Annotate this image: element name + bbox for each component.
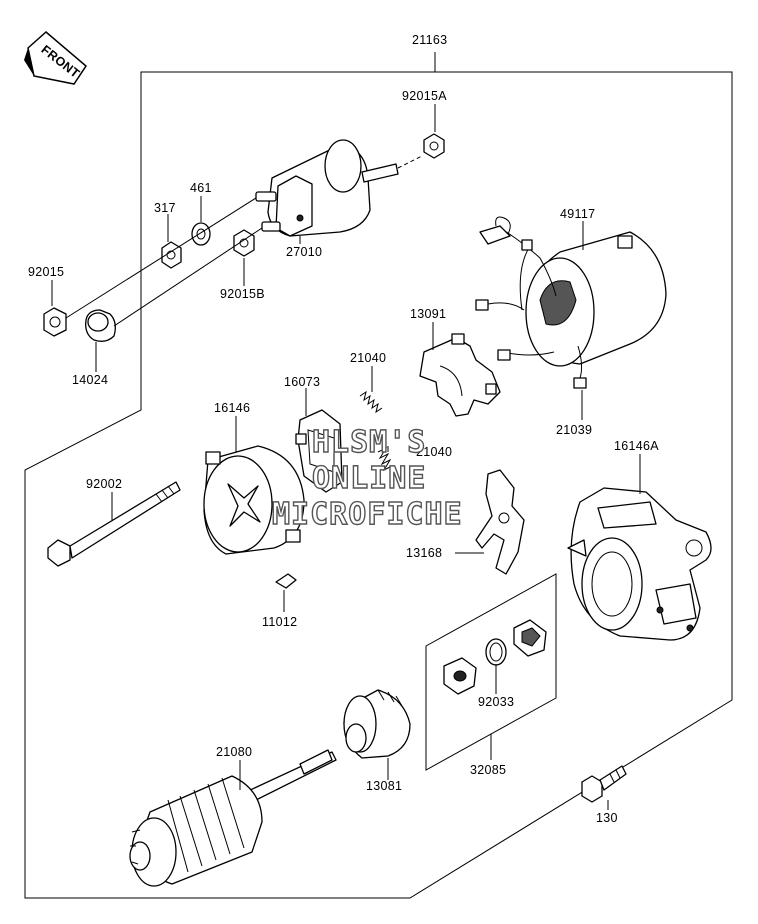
label-13168: 13168	[406, 546, 442, 560]
label-92033: 92033	[478, 695, 514, 709]
brush-holder-13091	[419, 333, 501, 417]
leader-lines	[51, 104, 641, 810]
label-92015B: 92015B	[220, 287, 265, 301]
label-92015: 92015	[28, 265, 64, 279]
front-housing-16146A	[567, 487, 712, 641]
label-92002: 92002	[86, 477, 122, 491]
through-bolt-92002	[47, 481, 181, 567]
label-11012: 11012	[262, 615, 297, 629]
label-130: 130	[596, 811, 618, 825]
watermark-line-1: HLSM'S	[312, 425, 426, 460]
yoke-49117	[525, 231, 667, 367]
nut-92015B	[233, 229, 255, 257]
spring-21040-upper	[359, 390, 383, 414]
part-labels: 21163 92015A 461 317 92015 27010 92015B …	[28, 33, 659, 825]
label-16146: 16146	[214, 401, 250, 415]
bushing-32085-left	[443, 657, 477, 695]
wiring-harness	[475, 216, 587, 389]
label-317: 317	[154, 201, 176, 215]
brush-plate-16073	[295, 409, 343, 493]
label-92015A: 92015A	[402, 89, 447, 103]
watermark-line-2: ONLINE	[312, 461, 426, 496]
label-21080: 21080	[216, 745, 252, 759]
nut-92015	[43, 307, 67, 337]
watermark-line-3: MICROFICHE	[272, 497, 463, 532]
label-14024: 14024	[72, 373, 108, 387]
washer-461	[191, 222, 211, 246]
plate-11012	[275, 573, 297, 589]
label-49117: 49117	[560, 207, 595, 221]
label-27010: 27010	[286, 245, 322, 259]
armature-21080	[129, 749, 337, 887]
label-21163: 21163	[412, 33, 447, 47]
end-cover-16146	[203, 445, 305, 555]
bolt-130	[581, 765, 627, 803]
solenoid-27010	[255, 139, 399, 237]
spring-21040-lower	[377, 446, 393, 472]
stopper-32085	[513, 619, 547, 657]
label-13081: 13081	[366, 779, 402, 793]
label-21039: 21039	[556, 423, 592, 437]
cap-14024	[85, 309, 116, 342]
label-16146A: 16146A	[614, 439, 659, 453]
label-32085: 32085	[470, 763, 506, 777]
label-13091: 13091	[410, 307, 446, 321]
pinion-clutch-13081	[343, 689, 411, 759]
nut-92015A	[423, 133, 445, 159]
label-21040-upper: 21040	[350, 351, 386, 365]
kit-box-32085	[425, 573, 557, 771]
watermark: HLSM'S ONLINE MICROFICHE	[271, 424, 463, 532]
front-arrow-badge: FRONT	[24, 31, 87, 85]
label-16073: 16073	[284, 375, 320, 389]
snap-ring-92033	[485, 638, 507, 666]
assembly-frame	[24, 52, 733, 899]
label-461: 461	[190, 181, 212, 195]
shift-lever-13168	[475, 469, 525, 575]
label-21040-lower: 21040	[416, 445, 452, 459]
